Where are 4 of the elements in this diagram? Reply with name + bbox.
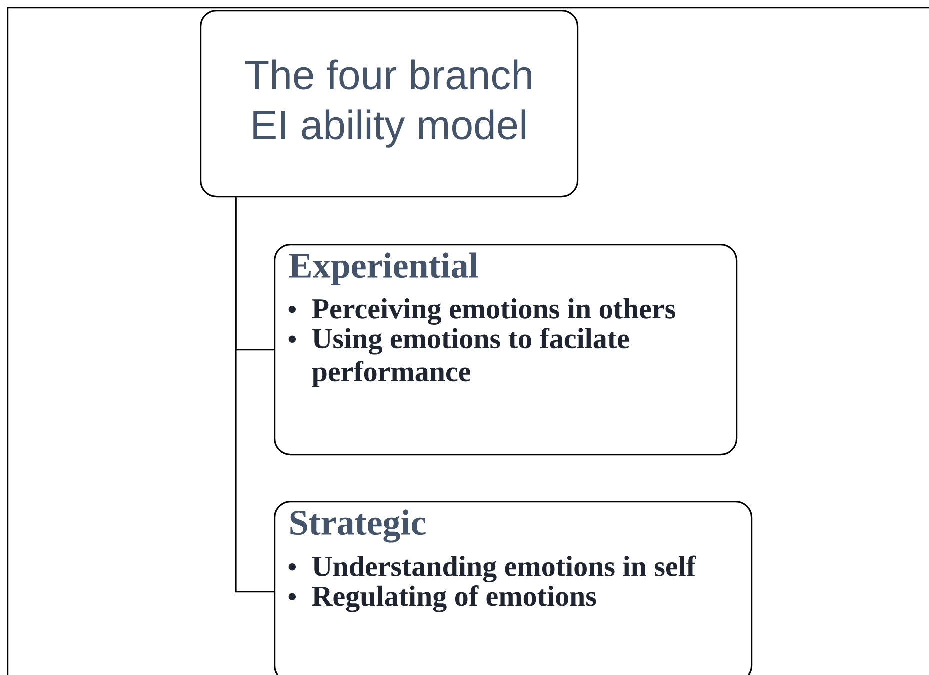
category-box: Strategic Understanding emotions in self Regulating of emotions xyxy=(274,501,753,675)
connector-line xyxy=(235,198,274,593)
title-box: The four branch EI ability model xyxy=(200,10,579,198)
category-box: Experiential Perceiving emotions in others Using emotions to facilate performance xyxy=(274,244,738,456)
